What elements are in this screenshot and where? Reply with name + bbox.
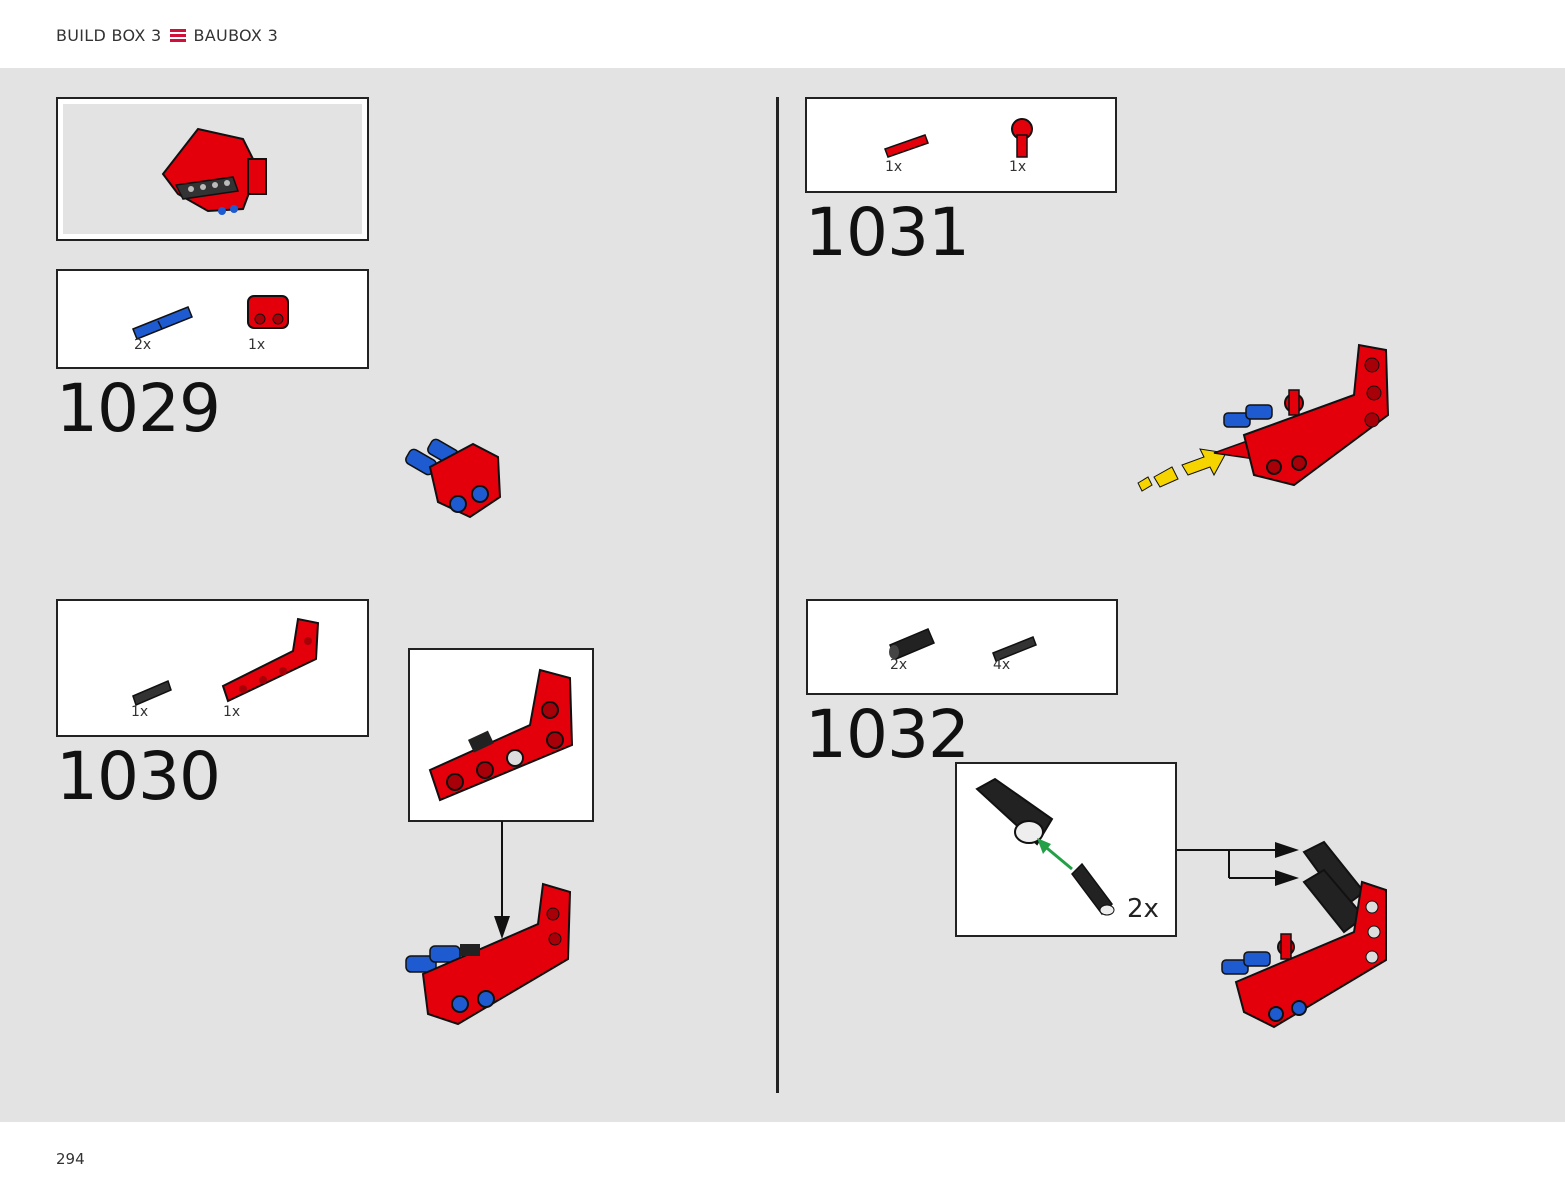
step-1031-number: 1031: [805, 194, 970, 271]
step-1032-parts-box: 2x 4x: [806, 599, 1118, 695]
black-connector-icon: [889, 628, 935, 660]
red-axle-icon: [884, 134, 929, 158]
overview-box: [56, 97, 369, 241]
step-1029-parts-icons: [132, 295, 289, 340]
step-1030-part-1-qty: 1x: [131, 704, 149, 720]
red-axle-connector-icon: [1011, 118, 1033, 158]
instruction-area: [0, 68, 1565, 1122]
page-header: BUILD BOX 3 BAUBOX 3: [0, 0, 1565, 68]
blue-pin-icon: [132, 306, 193, 340]
step-1029-number: 1029: [56, 370, 221, 447]
menu-lines-icon: [169, 29, 186, 42]
step-1031-parts-box: 1x 1x: [805, 97, 1117, 193]
step-1032-number: 1032: [805, 696, 970, 773]
step-1031-part-2-qty: 1x: [1009, 159, 1027, 175]
step-1032-parts-icons: [889, 628, 1037, 662]
step-1032-callout-box: 2x: [955, 762, 1177, 937]
black-pin-icon: [132, 679, 172, 707]
step-1029-part-2-qty: 1x: [248, 337, 266, 353]
insert-direction-arrow-icon: [1137, 448, 1227, 492]
step-1030-parts-icons: [132, 617, 320, 707]
step-1031-parts-icons: [884, 118, 1033, 158]
overview-model-icon: [63, 104, 362, 234]
step-1029-model-icon: [405, 438, 502, 519]
step-1032-callout-model-icon: [975, 777, 1115, 916]
step-1030-parts-box: 1x 1x: [56, 599, 369, 737]
step-1030-number: 1030: [56, 738, 221, 815]
header-title-right: BAUBOX 3: [193, 26, 279, 45]
black-pin-icon: [992, 636, 1037, 662]
step-1032-part-1-qty: 2x: [890, 657, 908, 673]
red-connector-icon: [247, 295, 289, 329]
step-1031-part-1-qty: 1x: [885, 159, 903, 175]
down-arrow-icon: [494, 821, 510, 939]
step-1032-model-icon: [1221, 840, 1387, 1029]
header-title-left: BUILD BOX 3: [56, 26, 162, 45]
step-1029-part-1-qty: 2x: [134, 337, 152, 353]
step-1029-parts-box: 2x 1x: [56, 269, 369, 369]
page-number: 294: [56, 1150, 85, 1168]
page-footer: [0, 1122, 1565, 1191]
red-l-beam-icon: [221, 617, 320, 703]
header-title: BUILD BOX 3 BAUBOX 3: [56, 26, 278, 45]
step-1030-callout-box: [408, 648, 594, 822]
callout-arrows-icon: [1177, 842, 1299, 886]
step-1031-model-icon: [1137, 343, 1390, 492]
step-1032-part-2-qty: 4x: [993, 657, 1011, 673]
step-1030-part-2-qty: 1x: [223, 704, 241, 720]
column-divider: [776, 97, 779, 1093]
step-1030-callout-model-icon: [428, 668, 574, 802]
step-1030-model-icon: [405, 882, 572, 1026]
step-1032-subassembly-qty: 2x: [1127, 894, 1159, 924]
